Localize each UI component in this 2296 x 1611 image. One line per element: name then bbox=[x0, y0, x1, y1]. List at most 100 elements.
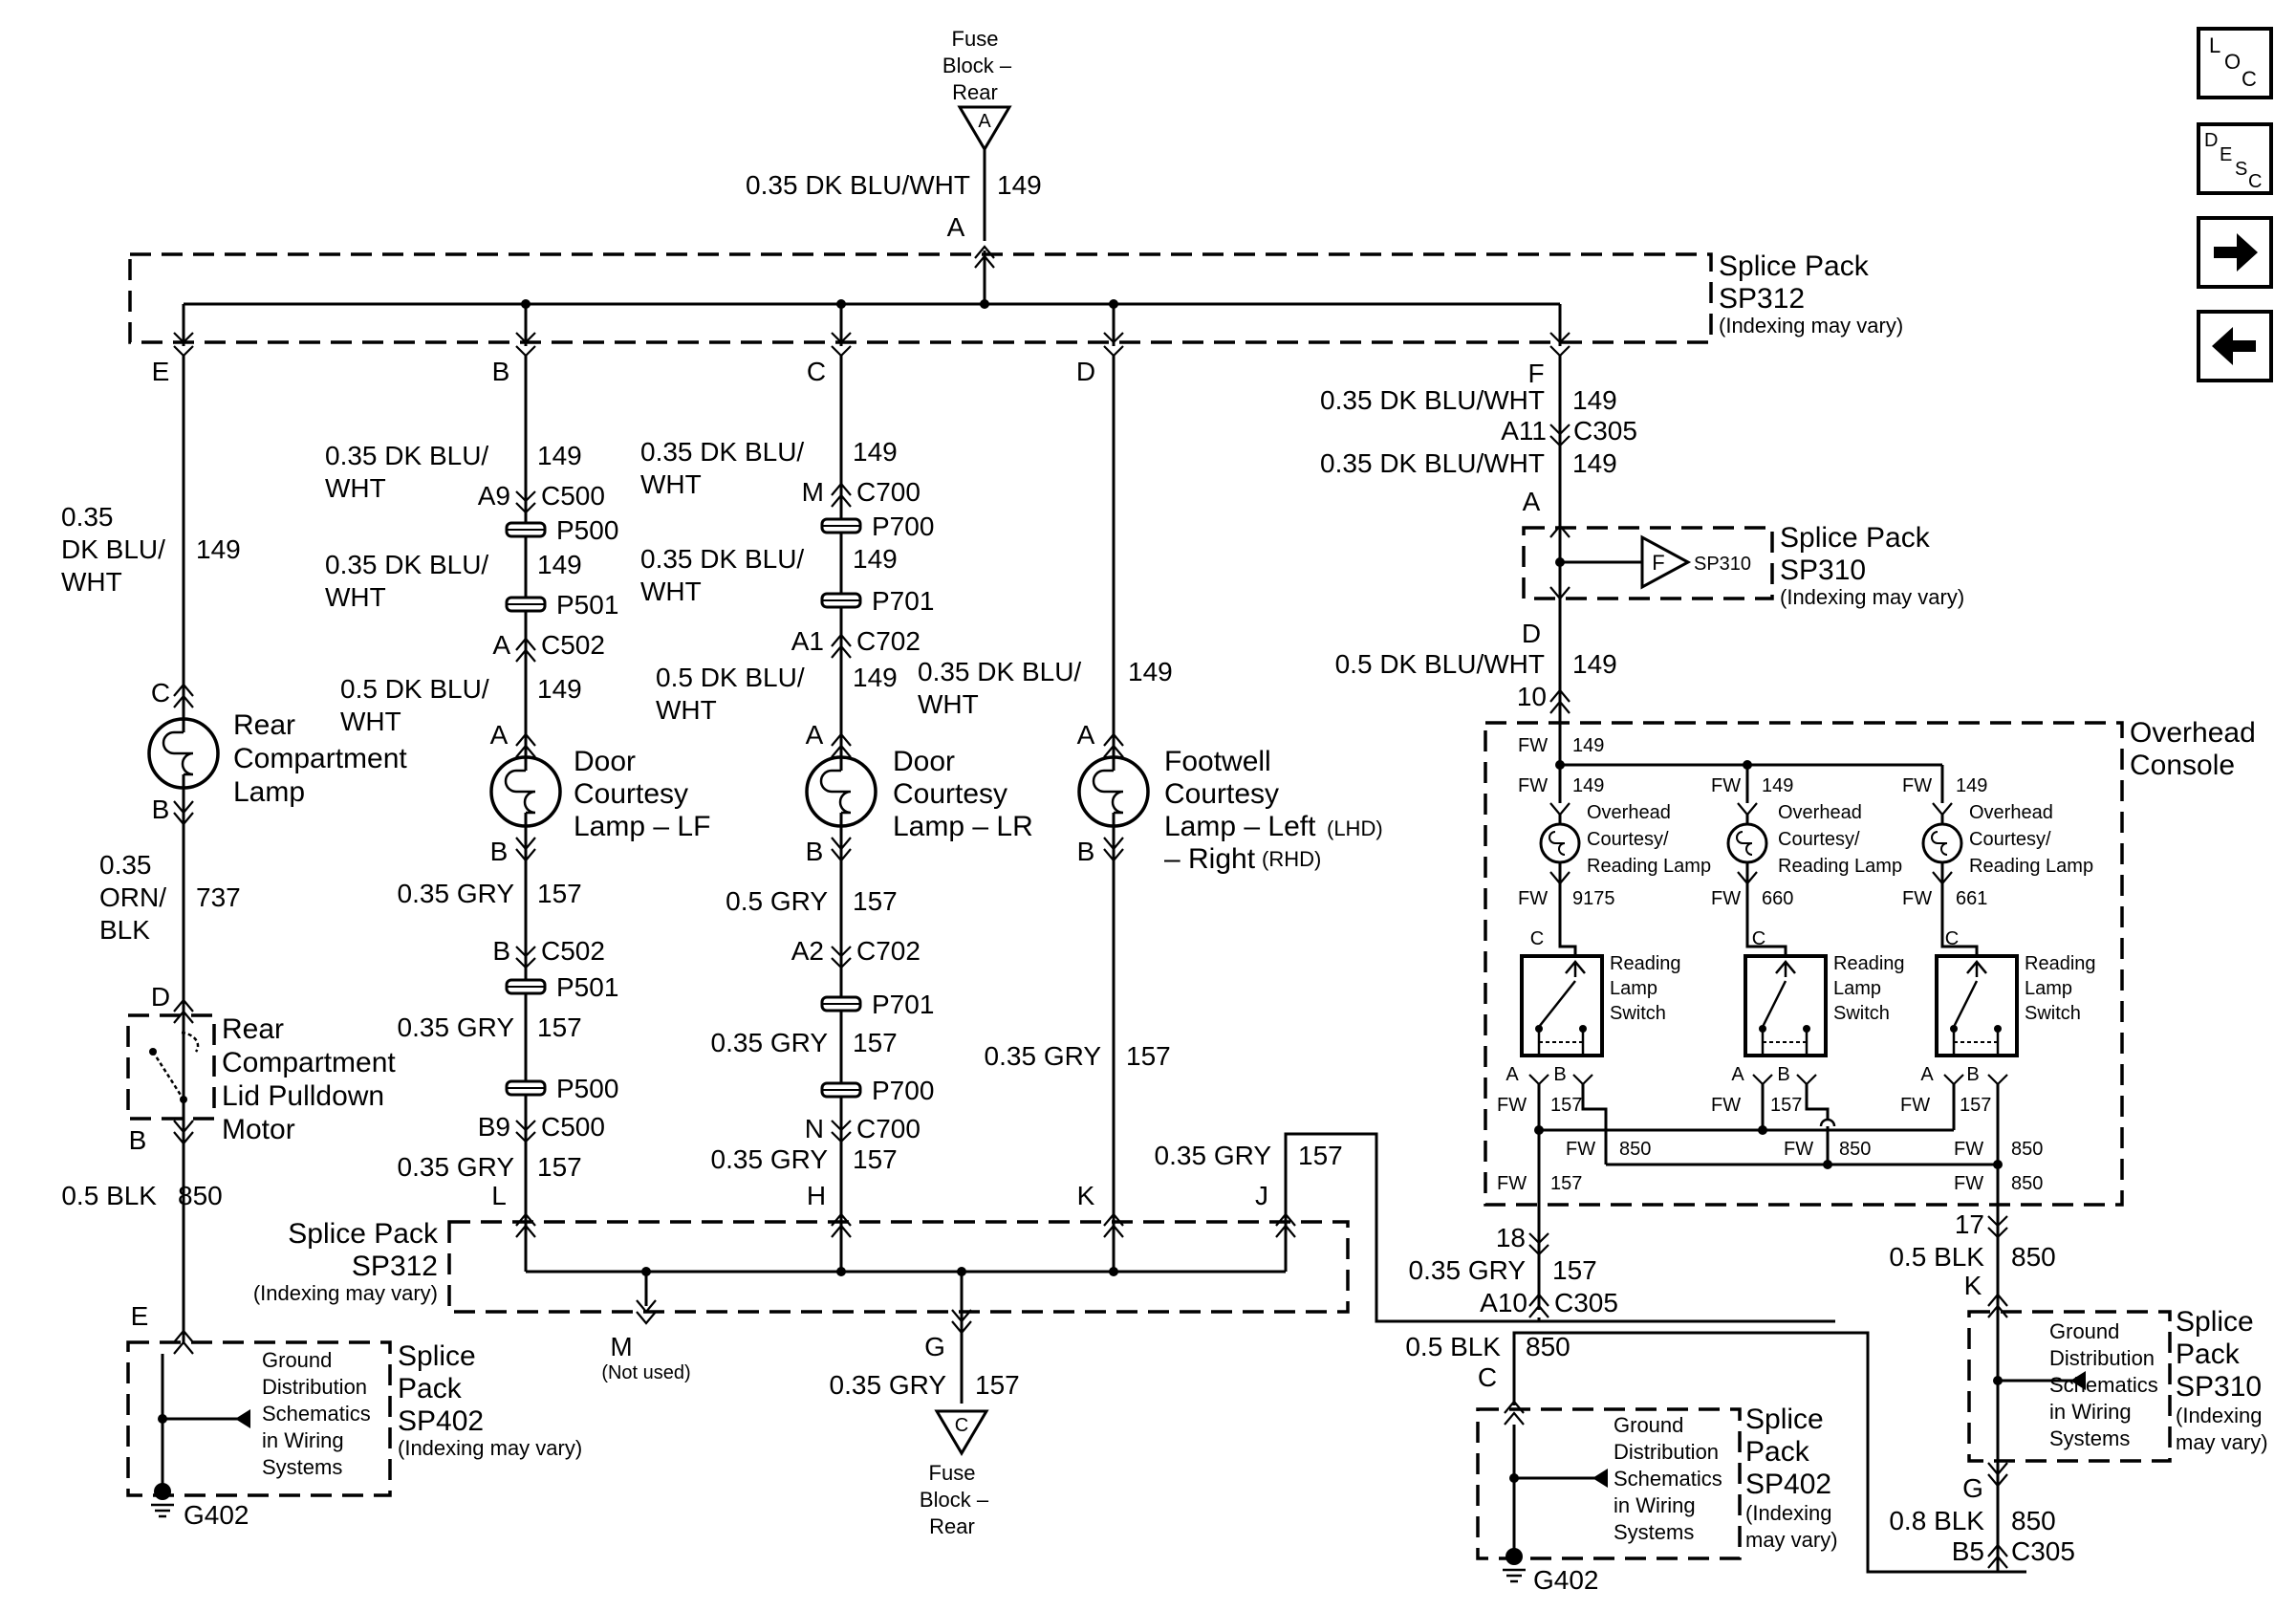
desc-e: E bbox=[2220, 144, 2232, 165]
sink-circuit: 157 bbox=[975, 1370, 1020, 1400]
oc1-out-circuit: 9175 bbox=[1572, 888, 1615, 909]
loc-icon[interactable]: L O C bbox=[2197, 27, 2273, 99]
rc-circ1: 149 bbox=[196, 534, 241, 564]
sp312-pin-d: D bbox=[1076, 357, 1095, 386]
lf-conn1-name: C500 bbox=[541, 481, 605, 511]
gd-r2-2: Distribution bbox=[2049, 1346, 2155, 1370]
oc2-label-3: Reading Lamp bbox=[1778, 856, 1902, 877]
footwell-branch: 0.35 DK BLU/ WHT 149 A B Footwell Courte… bbox=[918, 356, 1835, 1323]
lf-p3: P501 bbox=[556, 972, 618, 1002]
gd-r2-1: Ground bbox=[2049, 1319, 2119, 1343]
rc-lamp-label-2: Compartment bbox=[233, 743, 407, 774]
rc-motor-label-1: Rear bbox=[222, 1013, 284, 1045]
source-wire-label: 0.35 DK BLU/WHT bbox=[746, 170, 970, 200]
overhead-bottom-wiring: FW 157 FW 157 FW 157 FW 850 FW 850 FW 85… bbox=[1497, 1084, 2043, 1239]
rt-sp310-title-2: SP310 bbox=[1780, 555, 1866, 586]
lf-w2-b: WHT bbox=[325, 582, 386, 612]
overhead-console: Overhead Console FW 149 bbox=[1484, 717, 2256, 1207]
fuse-block-rear-source: Fuse Block – Rear A 0.35 DK BLU/WHT 149 … bbox=[746, 27, 1042, 242]
sp312-pin-f: F bbox=[1527, 359, 1544, 388]
gd-left-4: in Wiring bbox=[262, 1428, 344, 1452]
lf-c3: 149 bbox=[537, 674, 582, 704]
rc-lamp-label-1: Rear bbox=[233, 709, 295, 741]
lf-c1: 149 bbox=[537, 441, 582, 470]
lr-conn4-pin: N bbox=[805, 1114, 824, 1143]
rear-compartment-branch: 0.35 DK BLU/ WHT 149 C B Rear Compartmen… bbox=[61, 356, 407, 1355]
c305-conn1-pin: A10 bbox=[1480, 1288, 1527, 1317]
lf-plug-p501b-icon bbox=[505, 978, 547, 995]
lr-plug-p700b-icon bbox=[820, 1081, 862, 1099]
lr-w6: 0.35 GRY bbox=[711, 1144, 829, 1174]
prev-arrow-icon[interactable] bbox=[2197, 310, 2273, 382]
oc1-pin-b: B bbox=[1553, 1064, 1566, 1085]
desc-icon[interactable]: D E S C bbox=[2197, 122, 2273, 195]
rt-w2: 0.35 DK BLU/WHT bbox=[1320, 448, 1545, 478]
splice-pack-sp312-top: Splice Pack SP312 (Indexing may vary) E … bbox=[128, 245, 1903, 388]
sp312-pin-c: C bbox=[807, 357, 826, 386]
ob-fw2: FW bbox=[1711, 1095, 1741, 1116]
footwell-courtesy-lamp-icon bbox=[1077, 755, 1150, 828]
rc-sp402-pin: E bbox=[131, 1301, 149, 1331]
c305-lower: 18 0.35 GRY 157 A10 C305 0.5 BLK 850 C bbox=[1405, 1223, 2026, 1574]
lr-p2: P701 bbox=[872, 586, 934, 616]
lr-lamp-pin-b: B bbox=[806, 837, 824, 866]
door-courtesy-lf-branch: 0.35 DK BLU/ WHT 149 A9 C500 P500 0.35 D… bbox=[325, 356, 710, 1233]
c305-conn1-name: C305 bbox=[1554, 1288, 1618, 1317]
sp402-right-title-3: SP402 bbox=[1745, 1469, 1831, 1500]
sp310r-note-2: may vary) bbox=[2176, 1430, 2268, 1454]
rear-compartment-lamp-icon bbox=[147, 717, 220, 790]
sp310-top-box bbox=[1522, 526, 1774, 600]
fw-rhd: (RHD) bbox=[1262, 847, 1321, 871]
sp312-pin-e: E bbox=[152, 357, 170, 386]
splice-pack-sp402-left: G402 Ground Distribution Schematics in W… bbox=[126, 1340, 582, 1530]
rt-sp310-tag: F bbox=[1652, 551, 1664, 575]
oc1-fw-in: FW bbox=[1518, 775, 1548, 796]
oc2-pin-a: A bbox=[1731, 1064, 1744, 1085]
lf-c6: 157 bbox=[537, 1152, 582, 1182]
gd-right-1: Ground bbox=[1614, 1413, 1683, 1437]
sp310-tag-triangle-icon bbox=[1640, 534, 1692, 590]
lf-lamp-label-1: Door bbox=[574, 746, 636, 777]
ob-fw4: FW bbox=[1566, 1139, 1595, 1160]
rt-w3: 0.5 DK BLU/WHT bbox=[1335, 649, 1545, 679]
ob-fw3: FW bbox=[1900, 1095, 1930, 1116]
lr-plug-p701b-icon bbox=[820, 995, 862, 1012]
oc-out-18: 18 bbox=[1496, 1223, 1526, 1252]
sp402-right-note-2: may vary) bbox=[1745, 1528, 1838, 1552]
lr-conn3-name: C702 bbox=[856, 936, 921, 966]
lf-lamp-pin-a: A bbox=[490, 720, 509, 750]
lf-plug-p501-icon bbox=[505, 596, 547, 613]
lr-c6: 157 bbox=[853, 1144, 898, 1174]
rc-wire2-a: 0.35 bbox=[99, 850, 152, 880]
lf-c2: 149 bbox=[537, 550, 582, 579]
sink-line3: Rear bbox=[929, 1514, 975, 1538]
ob-157-2: 157 bbox=[1770, 1095, 1802, 1116]
next-arrow-icon[interactable] bbox=[2197, 216, 2273, 289]
sp310r-title-3: SP310 bbox=[2176, 1371, 2262, 1403]
oc3-sw-label-2: Lamp bbox=[2025, 978, 2072, 999]
fuse-triangle-sink-icon bbox=[934, 1409, 989, 1456]
lr-lamp-label-3: Lamp – LR bbox=[893, 811, 1033, 842]
rc-circ3: 850 bbox=[178, 1181, 223, 1210]
rt-conn1-pin: A11 bbox=[1501, 416, 1547, 446]
ob-157-1: 157 bbox=[1550, 1095, 1582, 1116]
lf-plug-p500-icon bbox=[505, 521, 547, 538]
lr-w3-b: WHT bbox=[656, 695, 717, 725]
oc2-label-1: Overhead bbox=[1778, 802, 1862, 823]
lr-conn2-pin: A1 bbox=[791, 626, 824, 656]
lr-c4: 157 bbox=[853, 886, 898, 916]
rt-c2: 149 bbox=[1572, 448, 1617, 478]
lf-lamp-pin-b: B bbox=[490, 837, 509, 866]
sp310r-w2: 0.8 BLK bbox=[1889, 1506, 1984, 1535]
lf-conn3-name: C502 bbox=[541, 936, 605, 966]
oc1-fw-out: FW bbox=[1518, 888, 1548, 909]
source-label-line1: Fuse bbox=[952, 27, 999, 51]
g402-left-label: G402 bbox=[184, 1500, 249, 1530]
g402-right-label: G402 bbox=[1533, 1565, 1599, 1595]
source-circuit-label: 149 bbox=[997, 170, 1042, 200]
lf-w4: 0.35 GRY bbox=[398, 879, 515, 908]
oc1-label-2: Courtesy/ bbox=[1587, 829, 1669, 850]
side-icons: L O C D E S C bbox=[2197, 27, 2273, 382]
gd-left-5: Systems bbox=[262, 1455, 342, 1479]
oc2-sw-label-1: Reading bbox=[1833, 953, 1905, 974]
